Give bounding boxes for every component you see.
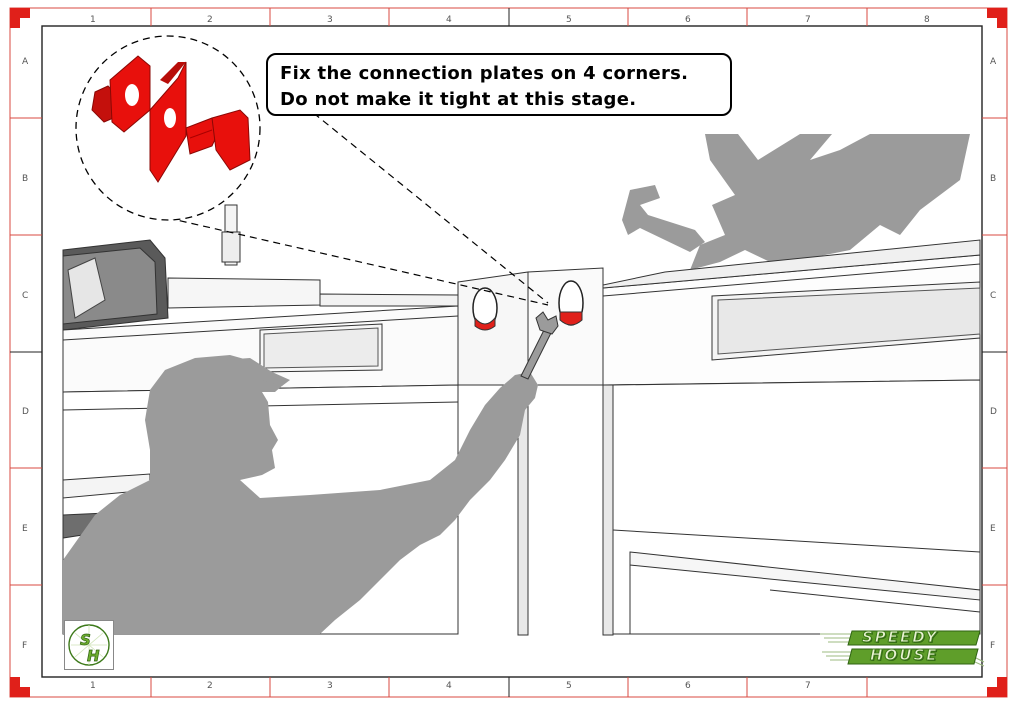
leader-lines bbox=[167, 97, 549, 306]
col-label-bottom-7: 7 bbox=[805, 681, 811, 691]
connection-plate bbox=[149, 61, 187, 183]
bolt-part bbox=[185, 109, 251, 171]
svg-text:S: S bbox=[80, 631, 91, 649]
sh-badge-logo: S H bbox=[64, 620, 114, 670]
col-label-1: 1 bbox=[90, 15, 96, 25]
col-label-2: 2 bbox=[207, 15, 213, 25]
col-label-bottom-5: 5 bbox=[566, 681, 572, 691]
row-label-b-right: B bbox=[990, 174, 996, 184]
col-label-bottom-3: 3 bbox=[327, 681, 333, 691]
sh-badge-icon: S H bbox=[68, 624, 110, 666]
callout-line-2: Do not make it tight at this stage. bbox=[280, 89, 637, 110]
wrench bbox=[520, 311, 559, 380]
logo-text-speedy: SPEEDY bbox=[861, 628, 939, 647]
nut-part bbox=[91, 55, 151, 133]
col-label-bottom-6: 6 bbox=[685, 681, 691, 691]
col-label-bottom-4: 4 bbox=[446, 681, 452, 691]
svg-text:H: H bbox=[87, 647, 100, 665]
logo-speed-lines bbox=[820, 630, 985, 667]
row-label-d-left: D bbox=[22, 407, 29, 417]
col-label-4: 4 bbox=[446, 15, 452, 25]
grid-labels: 1 2 3 4 5 6 7 8 1 2 3 4 5 6 7 A B C D E … bbox=[22, 15, 997, 691]
row-label-a-right: A bbox=[990, 57, 997, 67]
row-label-b-left: B bbox=[22, 174, 28, 184]
sheet-frame bbox=[9, 7, 1008, 698]
col-label-6: 6 bbox=[685, 15, 691, 25]
row-label-c-left: C bbox=[22, 291, 28, 301]
row-label-f-right: F bbox=[990, 641, 995, 651]
callout-line-1: Fix the connection plates on 4 corners. bbox=[280, 63, 689, 84]
col-label-5: 5 bbox=[566, 15, 572, 25]
worker-silhouette bbox=[63, 355, 538, 634]
row-label-a-left: A bbox=[22, 57, 29, 67]
row-label-e-right: E bbox=[990, 524, 996, 534]
background-silhouette bbox=[622, 134, 970, 270]
col-label-bottom-1: 1 bbox=[90, 681, 96, 691]
row-label-d-right: D bbox=[990, 407, 997, 417]
col-label-8: 8 bbox=[924, 15, 930, 25]
speedy-house-logo: SPEEDY HOUSE bbox=[818, 628, 986, 668]
col-label-3: 3 bbox=[327, 15, 333, 25]
detail-magnifier bbox=[75, 35, 261, 221]
row-label-e-left: E bbox=[22, 524, 28, 534]
row-label-c-right: C bbox=[990, 291, 996, 301]
instruction-callout: Fix the connection plates on 4 corners. … bbox=[266, 53, 732, 116]
logo-text-house: HOUSE bbox=[870, 646, 939, 665]
col-label-bottom-2: 2 bbox=[207, 681, 213, 691]
row-label-f-left: F bbox=[22, 641, 27, 651]
col-label-7: 7 bbox=[805, 15, 811, 25]
